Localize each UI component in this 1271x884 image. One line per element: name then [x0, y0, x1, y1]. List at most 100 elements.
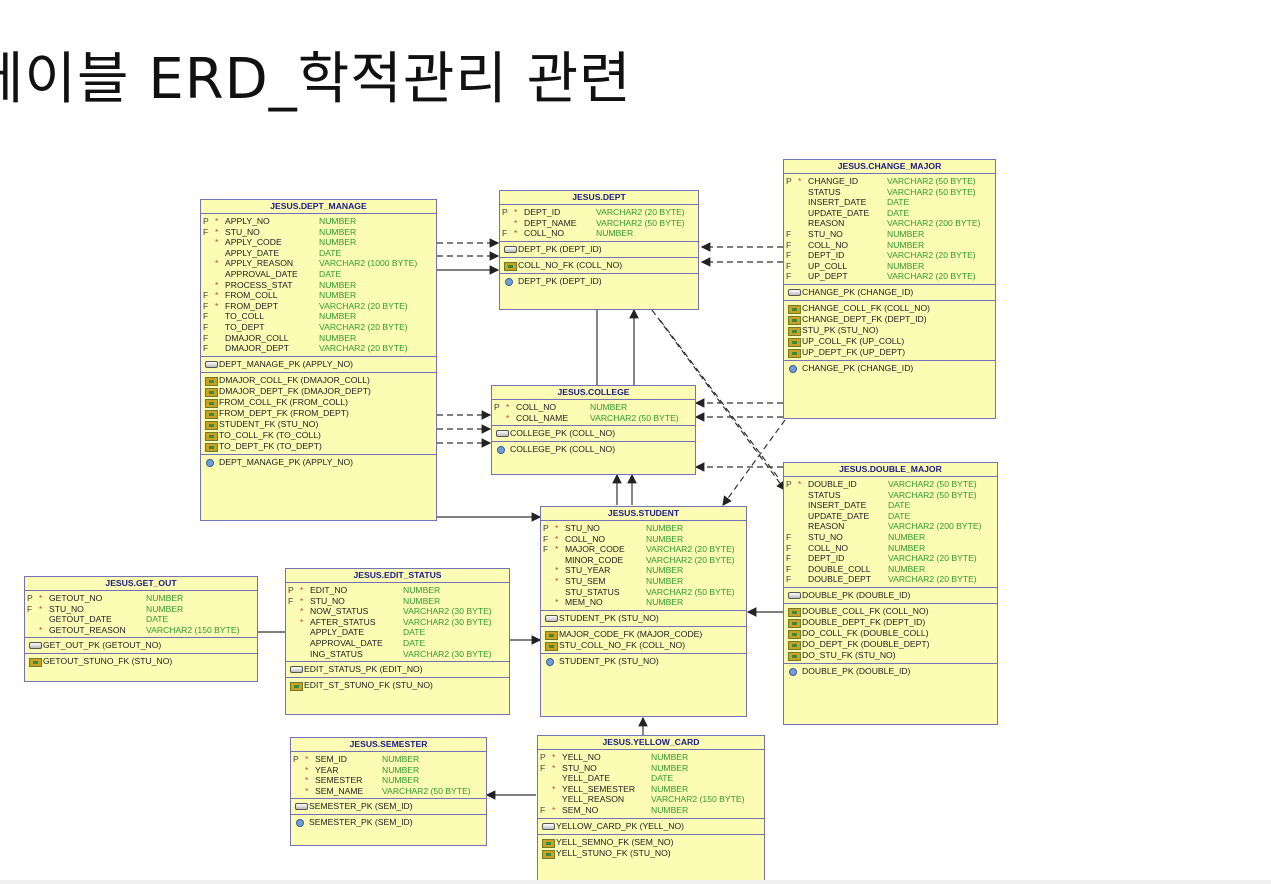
key-row[interactable]: GET_OUT_PK (GETOUT_NO) — [25, 640, 257, 651]
key-row[interactable]: TO_DEPT_FK (TO_DEPT) — [201, 441, 436, 452]
key-row[interactable]: TO_COLL_FK (TO_COLL) — [201, 430, 436, 441]
key-row[interactable]: YELLOW_CARD_PK (YELL_NO) — [538, 821, 764, 832]
key-row[interactable]: GETOUT_STUNO_FK (STU_NO) — [25, 656, 257, 668]
key-row[interactable]: YELL_STUNO_FK (STU_NO) — [538, 848, 764, 859]
key-row[interactable]: DEPT_PK (DEPT_ID) — [500, 276, 698, 287]
key-row[interactable]: DO_COLL_FK (DOUBLE_COLL) — [784, 628, 997, 639]
key-row[interactable]: SEMESTER_PK (SEM_ID) — [291, 801, 486, 812]
key-row[interactable]: DO_DEPT_FK (DOUBLE_DEPT) — [784, 639, 997, 650]
key-row[interactable]: STUDENT_PK (STU_NO) — [541, 656, 746, 667]
key-row[interactable]: DEPT_MANAGE_PK (APPLY_NO) — [201, 457, 436, 468]
key-row[interactable]: DOUBLE_COLL_FK (COLL_NO) — [784, 606, 997, 617]
key-row[interactable]: CHANGE_PK (CHANGE_ID) — [784, 287, 995, 298]
key-row[interactable]: DOUBLE_PK (DOUBLE_ID) — [784, 666, 997, 677]
key-row[interactable]: DEPT_MANAGE_PK (APPLY_NO) — [201, 359, 436, 370]
key-row[interactable]: FROM_COLL_FK (FROM_COLL) — [201, 397, 436, 408]
key-row[interactable]: DMAJOR_DEPT_FK (DMAJOR_DEPT) — [201, 386, 436, 397]
key-row[interactable]: CHANGE_PK (CHANGE_ID) — [784, 363, 995, 374]
key-row[interactable]: COLLEGE_PK (COLL_NO) — [492, 428, 695, 439]
key-row[interactable]: DOUBLE_PK (DOUBLE_ID) — [784, 590, 997, 601]
key-row[interactable]: MAJOR_CODE_FK (MAJOR_CODE) — [541, 629, 746, 640]
key-row[interactable]: EDIT_STATUS_PK (EDIT_NO) — [286, 664, 509, 675]
key-row[interactable]: COLL_NO_FK (COLL_NO) — [500, 260, 698, 271]
key-row[interactable]: FROM_DEPT_FK (FROM_DEPT) — [201, 408, 436, 419]
key-row[interactable]: EDIT_ST_STUNO_FK (STU_NO) — [286, 680, 509, 692]
key-row[interactable]: YELL_SEMNO_FK (SEM_NO) — [538, 837, 764, 848]
key-row[interactable]: DEPT_PK (DEPT_ID) — [500, 244, 698, 255]
key-row[interactable]: DMAJOR_COLL_FK (DMAJOR_COLL) — [201, 375, 436, 386]
key-row[interactable]: SEMESTER_PK (SEM_ID) — [291, 817, 486, 828]
key-row[interactable]: STU_COLL_NO_FK (COLL_NO) — [541, 640, 746, 651]
key-row[interactable]: DOUBLE_DEPT_FK (DEPT_ID) — [784, 617, 997, 628]
key-row[interactable]: STU_PK (STU_NO) — [784, 325, 995, 336]
key-row[interactable]: UP_DEPT_FK (UP_DEPT) — [784, 347, 995, 358]
key-row[interactable]: UP_COLL_FK (UP_COLL) — [784, 336, 995, 347]
